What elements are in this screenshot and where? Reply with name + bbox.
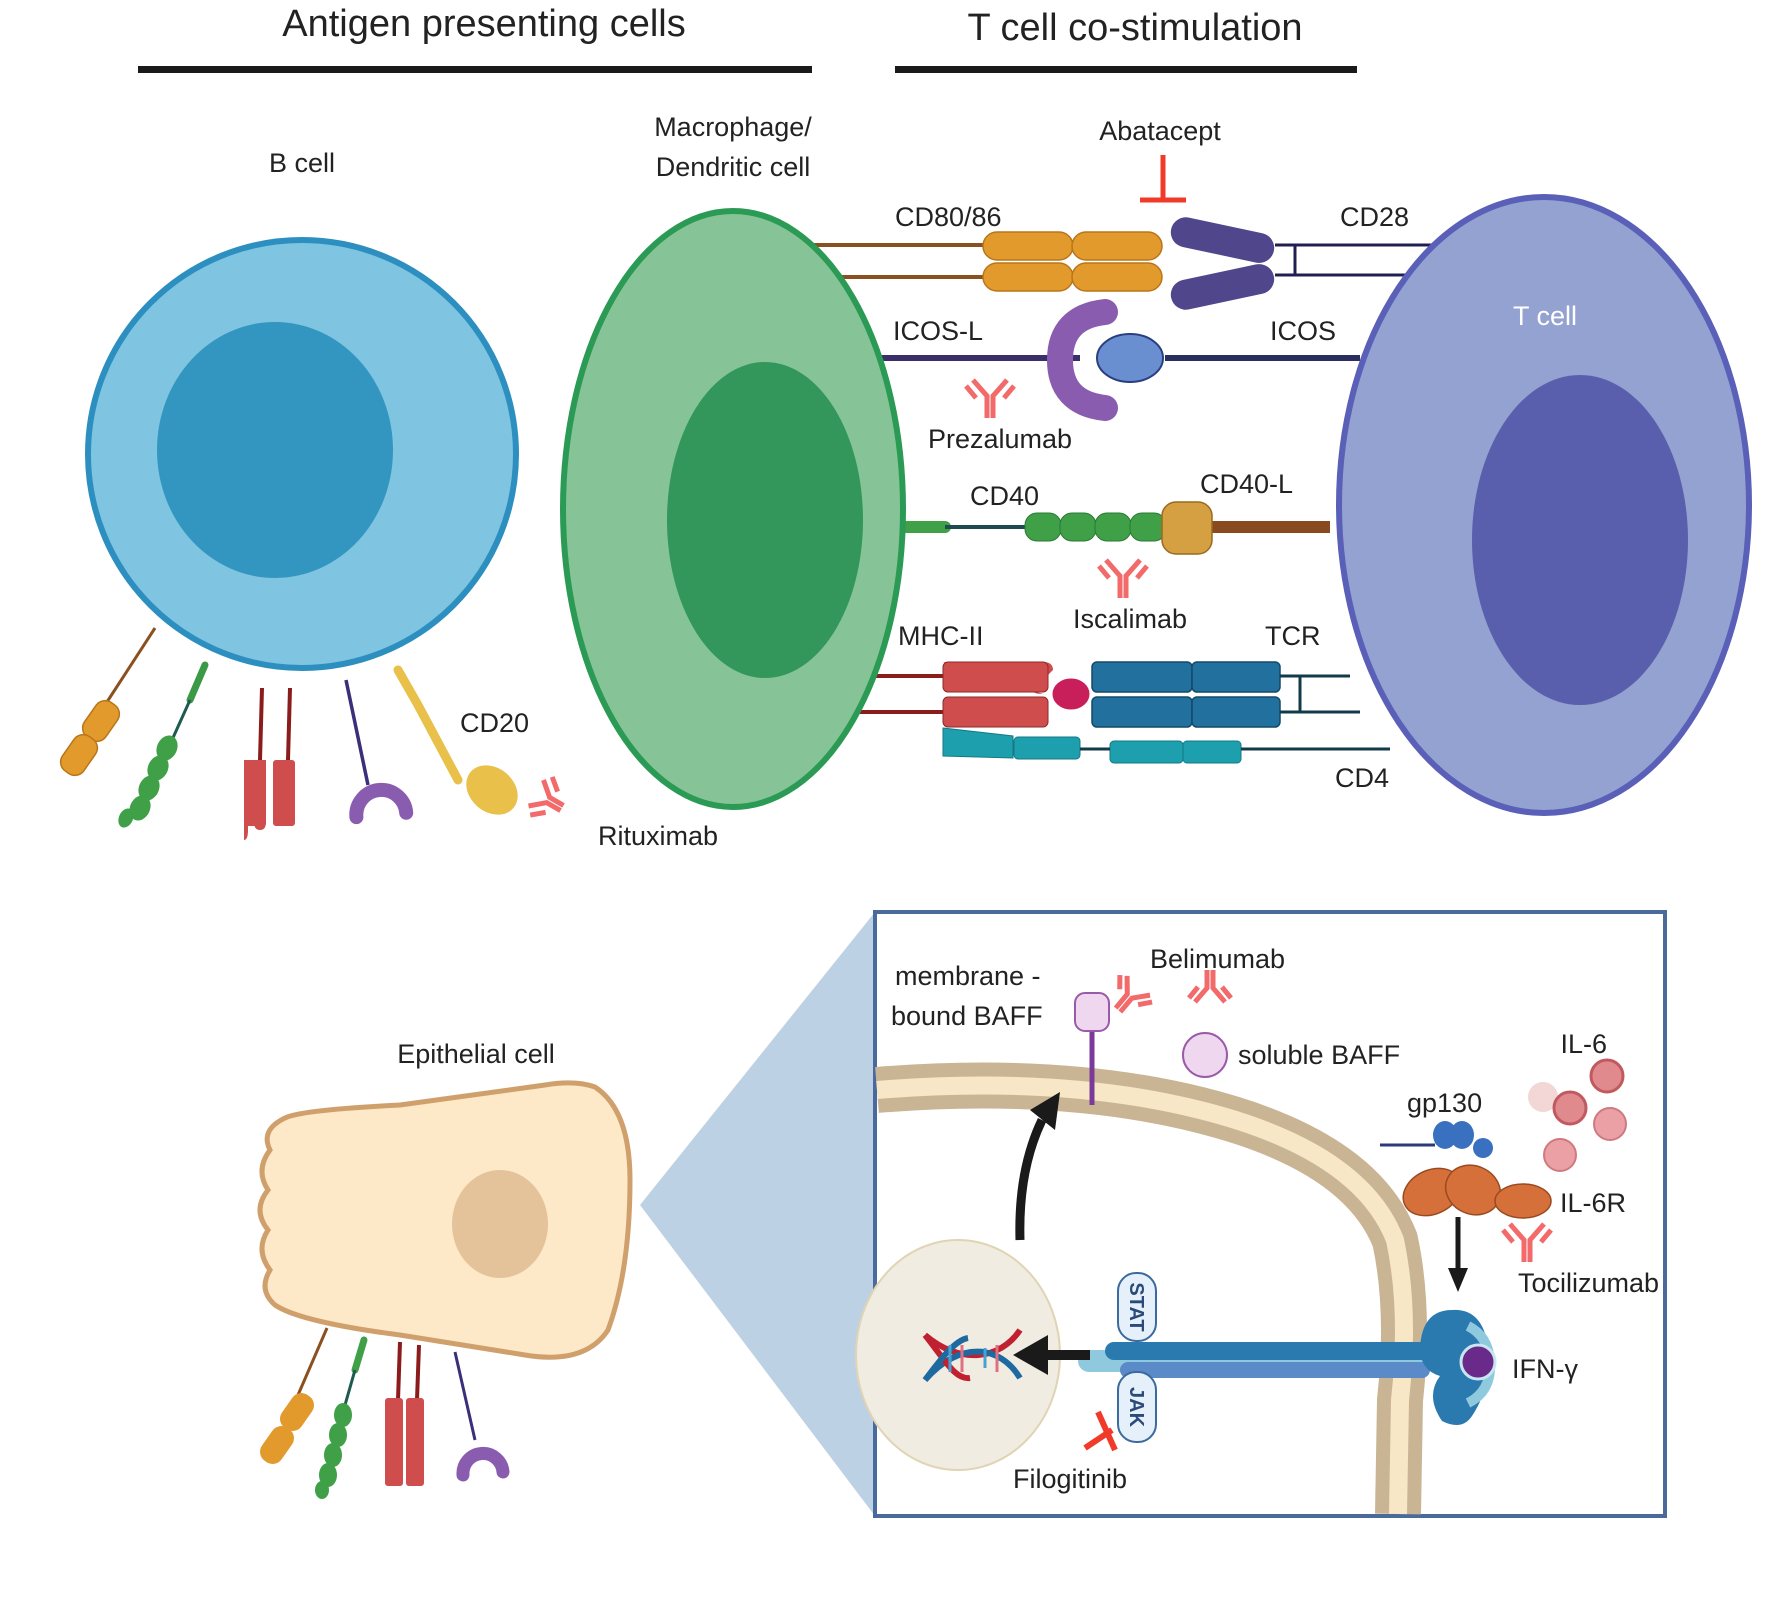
epithelial-cell-label: Epithelial cell [397,1039,555,1069]
macrophage-label-line2: Dendritic cell [656,152,811,182]
cd4-label: CD4 [1335,763,1389,793]
il6r-label: IL-6R [1560,1188,1626,1218]
soluble-baff-icon [1182,1032,1228,1078]
ifn-gamma-label: IFN-γ [1512,1354,1578,1384]
macrophage-label-line1: Macrophage/ [654,112,812,142]
epithelial-nucleus [452,1170,548,1278]
tocilizumab-label: Tocilizumab [1518,1268,1659,1298]
arrow-to-membrane-icon [1015,1092,1060,1241]
stat-icon: STAT [1117,1272,1157,1342]
heading-antigen-presenting-cells: Antigen presenting cells [282,3,685,45]
membrane-bound-baff-label-line2: bound BAFF [891,1001,1043,1031]
rituximab-label: Rituximab [598,821,718,851]
heading-underline-costim [895,66,1357,73]
iscalimab-antibody-icon [1097,558,1149,598]
il6-label: IL-6 [1560,1029,1607,1059]
belimumab-antibody-icon-1 [1113,975,1153,1014]
prezalumab-label: Prezalumab [928,424,1072,454]
cd40-l-label: CD40-L [1200,469,1293,499]
jak-label: JAK [1125,1387,1147,1428]
jak-icon: JAK [1117,1371,1157,1443]
mhc-ii-label: MHC-II [898,621,983,651]
heading-underline-apc [138,66,812,73]
stat-label: STAT [1125,1282,1147,1331]
abatacept-inhibitor-icon [1140,155,1186,203]
icos-interaction [880,299,1360,421]
t-cell-label: T cell [1513,301,1577,331]
cd80-86-label: CD80/86 [895,202,1002,232]
icos-l-label: ICOS-L [893,316,983,346]
filogitinib-inhibitor-icon [1083,1410,1118,1452]
iscalimab-label: Iscalimab [1073,604,1187,634]
membrane-bound-baff-label-line1: membrane - [895,961,1041,991]
belimumab-label: Belimumab [1150,944,1285,974]
cd28-label: CD28 [1340,202,1409,232]
filogitinib-label: Filogitinib [1013,1464,1127,1494]
b-cell-nucleus [157,322,393,578]
soluble-baff-label: soluble BAFF [1238,1040,1400,1070]
dna-icon [922,1328,1023,1382]
prezalumab-antibody-icon [964,378,1016,418]
arrow-to-nucleus-icon [1013,1335,1090,1375]
gp130-icon [1380,1121,1493,1158]
rituximab-antibody-icon [528,776,565,818]
cd80-cd28-interaction [800,217,1440,310]
abatacept-label: Abatacept [1099,116,1221,146]
epithelial-cell-body [257,1080,633,1360]
cd20-label: CD20 [460,708,529,738]
il6r-icon [1402,1164,1552,1219]
heading-t-cell-costimulation: T cell co-stimulation [967,7,1302,49]
epithelial-receptors [260,1327,510,1499]
t-cell-nucleus [1472,375,1688,705]
macrophage-nucleus [667,362,863,678]
il6-molecules-icon [1528,1058,1627,1172]
b-cell-receptors [59,627,518,840]
icos-label: ICOS [1270,316,1336,346]
tocilizumab-antibody-icon [1501,1222,1553,1262]
membrane-bound-baff-icon [1074,992,1110,1105]
mhc-tcr-interaction [860,661,1390,764]
b-cell-label: B cell [269,148,335,178]
signal-arrow-down-icon [1448,1217,1468,1292]
gp130-label: gp130 [1407,1088,1482,1118]
tcr-label: TCR [1265,621,1321,651]
belimumab-antibody-icon-2 [1187,970,1233,1004]
cd40-label: CD40 [970,481,1039,511]
ifn-gamma-receptor-icon [1078,1309,1497,1425]
cd40-interaction [884,501,1330,555]
